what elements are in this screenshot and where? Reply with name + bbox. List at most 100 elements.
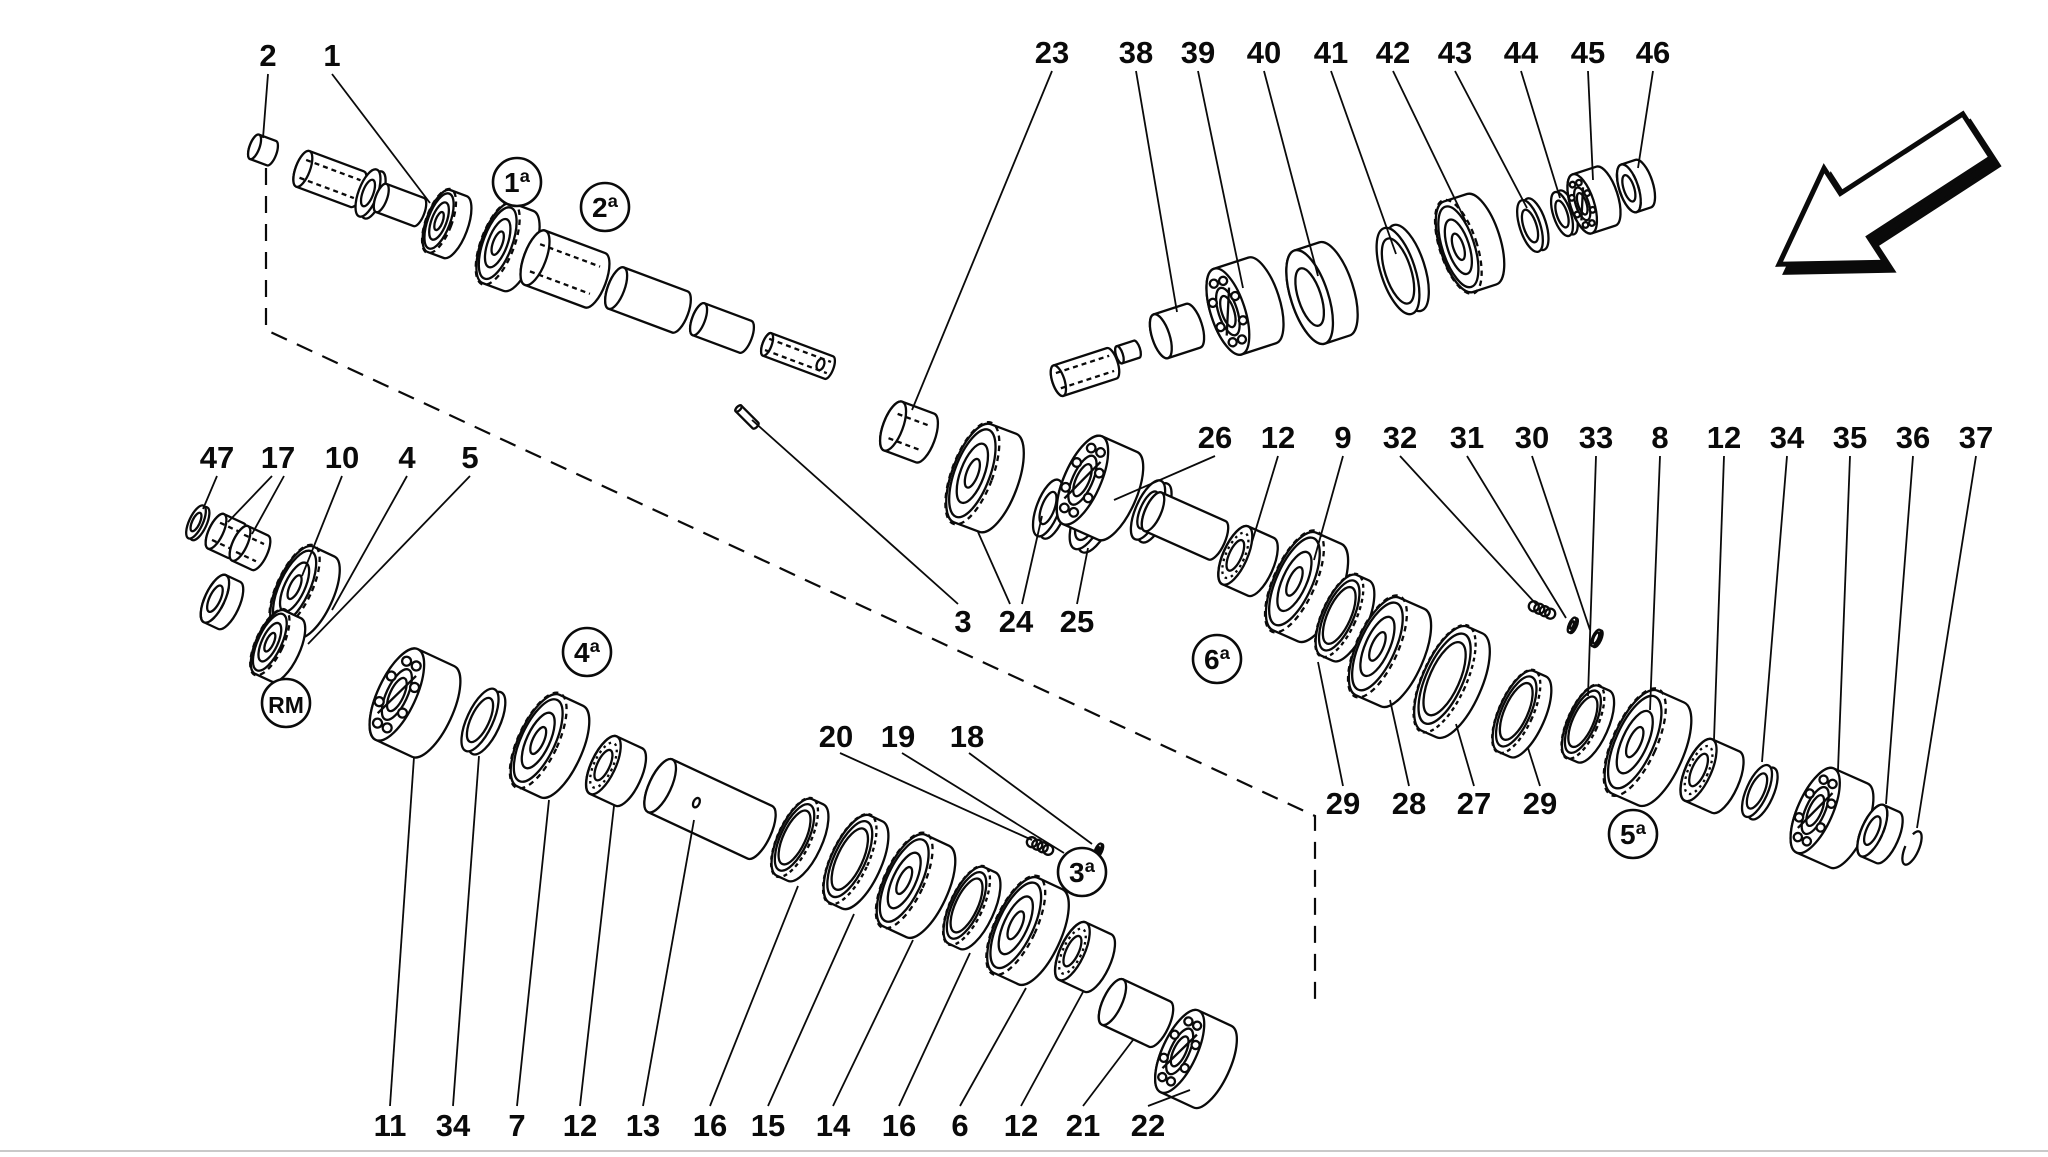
- callout-22: 22: [1131, 1108, 1165, 1143]
- part-synchro-cone-33: [1560, 683, 1616, 764]
- callout-18: 18: [950, 719, 984, 754]
- callout-16a: 16: [693, 1108, 727, 1143]
- callout-27: 27: [1457, 786, 1491, 821]
- part-spacer-38: [1148, 302, 1206, 360]
- part-synchro-hub-14: [874, 831, 957, 939]
- part-gear-rm-5: [249, 607, 307, 684]
- leader-line-20: [839, 752, 1033, 841]
- leader-line-38: [1135, 70, 1178, 313]
- gear-badge-circle-3a: [1056, 846, 1108, 898]
- callout-21: 21: [1066, 1108, 1100, 1143]
- part-ring-nut-36: [1856, 803, 1904, 865]
- leader-line-6: [959, 987, 1027, 1107]
- leader-line-10: [301, 475, 343, 577]
- gear-badge-rm: RM: [260, 677, 312, 729]
- leader-line-47: [202, 475, 218, 510]
- gear-badge-label-5a: 5ª: [1620, 819, 1647, 850]
- part-bearing-22: [1154, 1008, 1238, 1110]
- part-splined-sleeve-23: [878, 400, 940, 464]
- leader-line-9: [1313, 455, 1344, 561]
- part-spacer-21: [1097, 977, 1175, 1049]
- part-main-shaft-collar: [354, 168, 387, 220]
- leader-line-24: [977, 531, 1011, 605]
- callout-31: 31: [1450, 420, 1484, 455]
- leader-line-12a: [1251, 455, 1279, 543]
- part-bearing-11: [368, 647, 462, 759]
- gear-badge-2a: 2ª: [579, 181, 631, 233]
- callout-9: 9: [1334, 420, 1351, 455]
- leader-lines-layer: [202, 70, 1977, 1107]
- leader-line-34b: [1761, 455, 1788, 763]
- callout-24: 24: [999, 604, 1034, 639]
- leader-line-29b: [1527, 747, 1541, 787]
- callout-45: 45: [1571, 35, 1605, 70]
- leader-line-43: [1454, 70, 1528, 209]
- part-gear-3rd-6: [985, 874, 1070, 987]
- part-shim-34a: [460, 687, 507, 756]
- leader-line-1: [331, 73, 431, 204]
- gear-badge-1a: 1ª: [491, 156, 543, 208]
- callout-32: 32: [1383, 420, 1417, 455]
- part-main-shaft-journal-2: [688, 302, 756, 354]
- part-synchro-ring-15: [821, 812, 890, 911]
- gear-badge-label-3a: 3ª: [1069, 857, 1096, 888]
- leader-line-25: [1076, 547, 1089, 605]
- part-pinion-shaft: [1049, 346, 1121, 398]
- callout-42: 42: [1376, 35, 1410, 70]
- gear-badge-circle-1a: [491, 156, 543, 208]
- part-main-shaft-threaded-tip: [759, 331, 837, 381]
- callout-25: 25: [1060, 604, 1094, 639]
- callout-10: 10: [325, 440, 359, 475]
- leader-line-5: [307, 475, 471, 645]
- callout-14: 14: [816, 1108, 851, 1143]
- callout-44: 44: [1504, 35, 1539, 70]
- leader-line-22: [1147, 1089, 1191, 1107]
- part-synchro-ring-29: [1314, 572, 1376, 663]
- callout-11: 11: [374, 1108, 407, 1143]
- leader-line-27: [1455, 723, 1475, 787]
- part-main-shaft-journal: [372, 182, 428, 228]
- assembly-boundary-dash: [264, 168, 1317, 1005]
- direction-arrow-icon: [1775, 110, 2002, 275]
- part-synchro-ring-29b: [1491, 668, 1553, 759]
- parts-layer: [185, 133, 1923, 1110]
- leader-line-45: [1587, 70, 1594, 181]
- gear-badge-label-4a: 4ª: [574, 637, 601, 668]
- part-shim-43: [1516, 197, 1550, 254]
- part-main-shaft-spline-drum: [519, 229, 611, 309]
- assembly-boundary-dashes: [264, 168, 1317, 1005]
- callout-40: 40: [1247, 35, 1281, 70]
- callout-8: 8: [1651, 420, 1668, 455]
- callout-34a: 34: [436, 1108, 471, 1143]
- leader-line-37: [1916, 455, 1977, 829]
- leader-line-8: [1649, 455, 1661, 711]
- callout-1: 1: [323, 38, 340, 73]
- callout-38: 38: [1119, 35, 1153, 70]
- callout-29a: 29: [1326, 786, 1360, 821]
- callout-12a: 12: [1261, 420, 1295, 455]
- part-main-shaft-taper: [604, 266, 692, 334]
- callout-28: 28: [1392, 786, 1426, 821]
- callout-35: 35: [1833, 420, 1867, 455]
- leader-line-41: [1330, 70, 1397, 255]
- leader-line-15: [767, 913, 855, 1107]
- part-bearing-26: [1055, 434, 1145, 542]
- callout-33: 33: [1579, 420, 1613, 455]
- leader-line-12b: [1713, 455, 1725, 741]
- leader-line-19: [901, 752, 1065, 854]
- leader-line-17: [227, 475, 273, 523]
- leader-line-34a: [452, 755, 480, 1107]
- callout-46: 46: [1636, 35, 1670, 70]
- gear-badge-3a: 3ª: [1056, 846, 1108, 898]
- leader-line-40: [1263, 70, 1319, 277]
- leader-line-21: [1082, 1039, 1134, 1107]
- part-gear-4th-7: [508, 691, 591, 799]
- part-snap-ring-37: [1901, 830, 1923, 866]
- callout-20: 20: [819, 719, 853, 754]
- leader-line-14: [832, 939, 914, 1107]
- leader-line-16b: [898, 952, 971, 1107]
- callout-30: 30: [1515, 420, 1549, 455]
